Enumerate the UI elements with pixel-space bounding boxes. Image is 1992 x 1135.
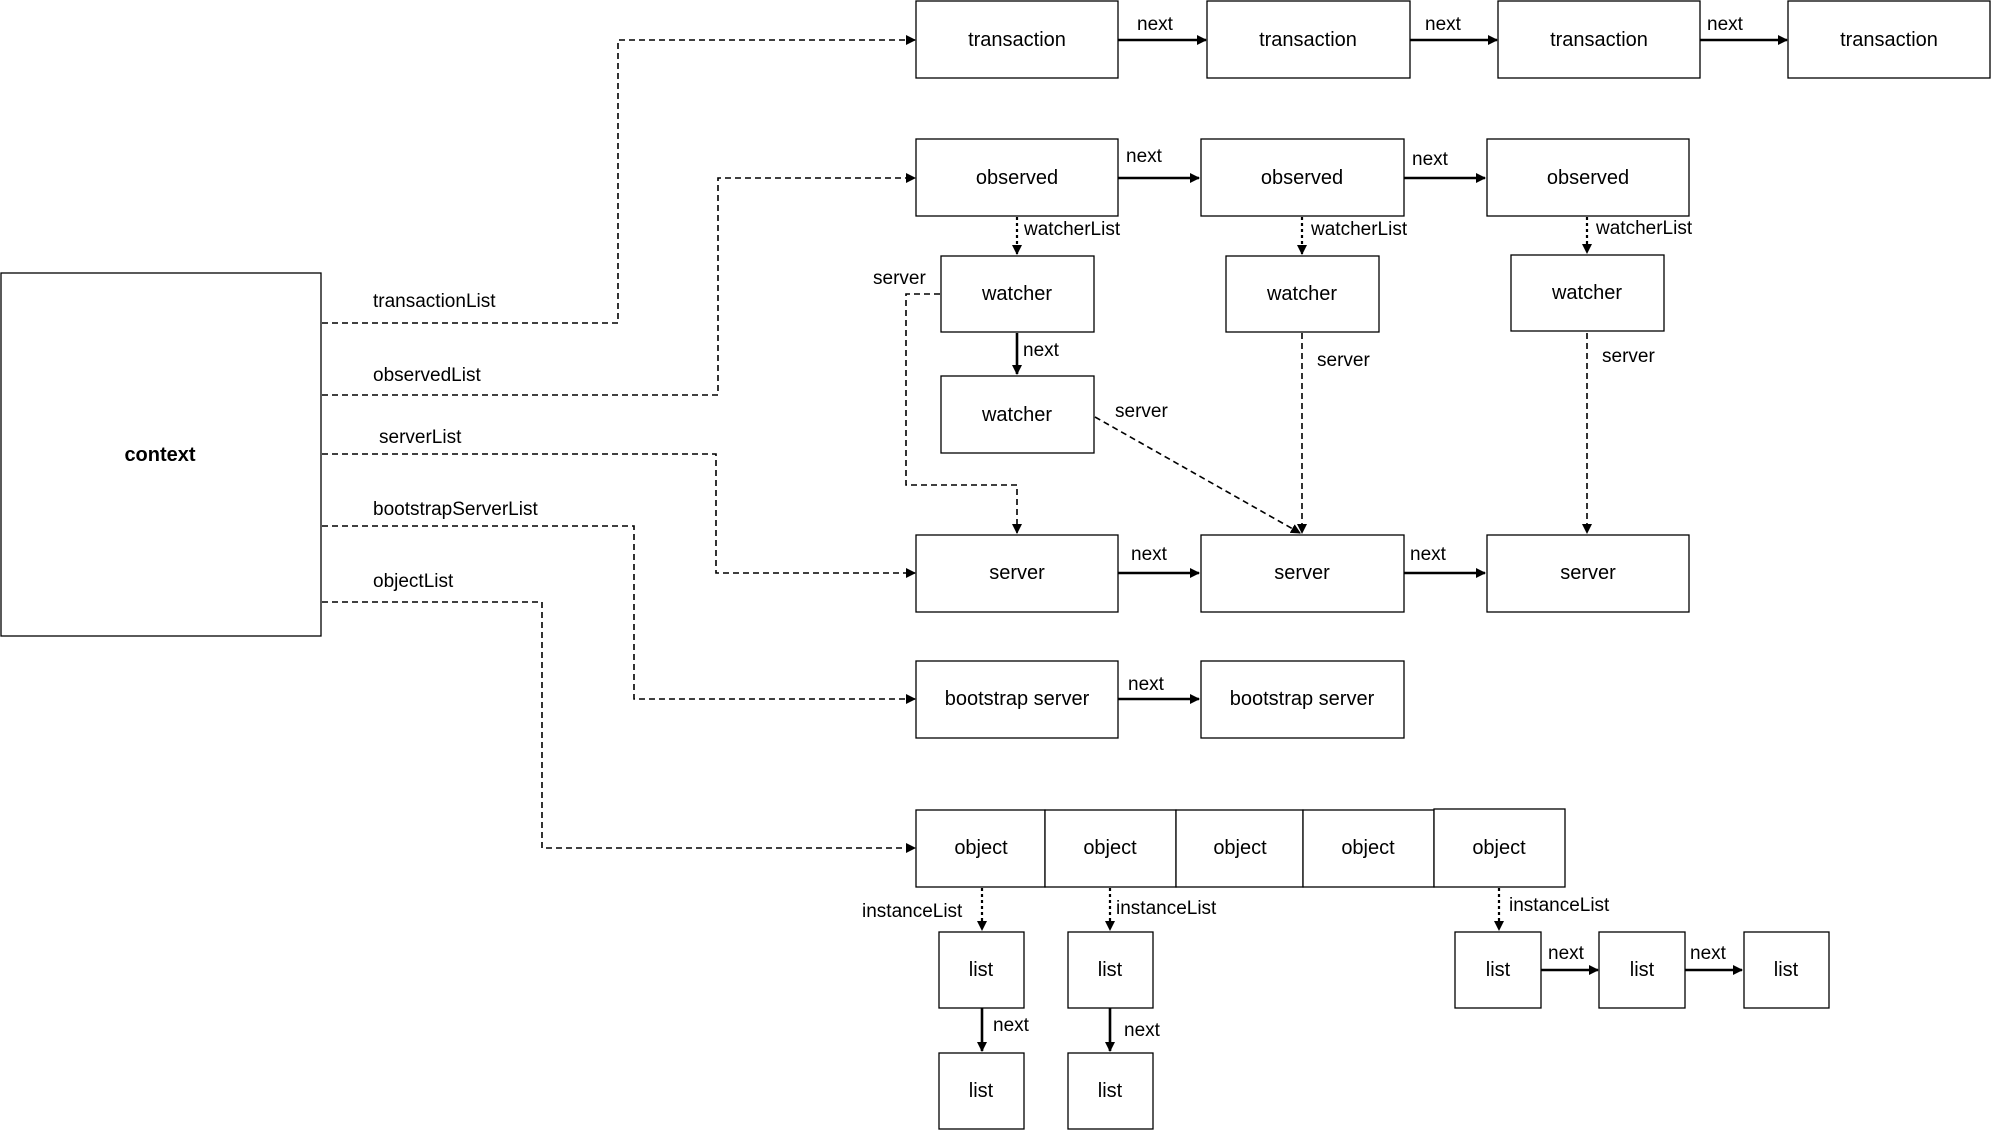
svg-text:list: list bbox=[1098, 1080, 1123, 1102]
server-node: server bbox=[915, 534, 1119, 613]
list-node: list bbox=[1598, 931, 1686, 1009]
svg-text:transaction: transaction bbox=[968, 29, 1066, 51]
object-cell: object bbox=[1044, 809, 1177, 888]
watcher-node: watcher bbox=[940, 375, 1095, 454]
next-label: next bbox=[1137, 14, 1174, 35]
svg-text:watcher: watcher bbox=[981, 404, 1052, 426]
list-node: list bbox=[1743, 931, 1830, 1009]
next-label: next bbox=[993, 1015, 1030, 1036]
svg-text:observed: observed bbox=[1547, 167, 1629, 189]
next-label: next bbox=[1548, 943, 1585, 964]
instance-list-label: instanceList bbox=[1509, 895, 1610, 916]
svg-text:list: list bbox=[969, 1080, 994, 1102]
observed-node: observed bbox=[1486, 138, 1690, 217]
next-label: next bbox=[1128, 674, 1165, 695]
svg-text:object: object bbox=[1213, 837, 1267, 859]
svg-text:watcher: watcher bbox=[1266, 283, 1337, 305]
next-label: next bbox=[1707, 14, 1744, 35]
server-label: server bbox=[1602, 346, 1655, 367]
observed-list-label: observedList bbox=[373, 365, 481, 386]
object-cell: object bbox=[1433, 808, 1566, 888]
svg-text:transaction: transaction bbox=[1259, 29, 1357, 51]
instance-list-label: instanceList bbox=[1116, 898, 1217, 919]
server-node: server bbox=[1200, 534, 1405, 613]
list-node: list bbox=[938, 1052, 1025, 1130]
transaction-node: transaction bbox=[915, 0, 1119, 79]
next-label: next bbox=[1425, 14, 1462, 35]
bootstrap-server-list-label: bootstrapServerList bbox=[373, 499, 538, 520]
svg-text:list: list bbox=[1486, 959, 1511, 981]
svg-text:server: server bbox=[1274, 562, 1330, 584]
object-cell: object bbox=[1302, 809, 1435, 888]
transaction-list-label: transactionList bbox=[373, 291, 496, 312]
watcher-node: watcher bbox=[1225, 255, 1380, 333]
next-label: next bbox=[1131, 544, 1168, 565]
bootstrap-server-list-link bbox=[322, 525, 916, 704]
watcher-node: watcher bbox=[1510, 254, 1665, 332]
watcher-server-link bbox=[905, 293, 1022, 534]
transaction-node: transaction bbox=[1787, 0, 1991, 79]
watcher-list-label: watcherList bbox=[1310, 219, 1408, 240]
bootstrap-server-node: bootstrap server bbox=[1200, 660, 1405, 739]
watcher-list-label: watcherList bbox=[1595, 218, 1693, 239]
object-cell: object bbox=[1175, 809, 1304, 888]
list-node: list bbox=[1067, 1052, 1154, 1130]
next-label: next bbox=[1412, 149, 1449, 170]
object-cell: object bbox=[915, 809, 1046, 888]
watcher-server-link bbox=[1094, 416, 1301, 534]
svg-text:list: list bbox=[1098, 959, 1123, 981]
bootstrap-server-node: bootstrap server bbox=[915, 660, 1119, 739]
transaction-list-link bbox=[322, 35, 916, 324]
svg-text:watcher: watcher bbox=[981, 283, 1052, 305]
context-label: context bbox=[124, 444, 195, 466]
observed-node: observed bbox=[915, 138, 1119, 217]
object-list-label: objectList bbox=[373, 571, 454, 592]
svg-text:watcher: watcher bbox=[1551, 282, 1622, 304]
next-label: next bbox=[1126, 146, 1163, 167]
list-node: list bbox=[1454, 931, 1542, 1009]
list-node: list bbox=[938, 931, 1025, 1009]
svg-text:object: object bbox=[1083, 837, 1137, 859]
svg-text:object: object bbox=[1341, 837, 1395, 859]
svg-text:transaction: transaction bbox=[1550, 29, 1648, 51]
observed-node: observed bbox=[1200, 138, 1405, 217]
svg-text:object: object bbox=[954, 837, 1008, 859]
transaction-node: transaction bbox=[1497, 0, 1701, 79]
watcher-list-label: watcherList bbox=[1023, 219, 1121, 240]
server-list-label: serverList bbox=[379, 427, 462, 448]
svg-text:object: object bbox=[1472, 837, 1526, 859]
svg-text:list: list bbox=[1630, 959, 1655, 981]
observed-list-link bbox=[322, 173, 916, 396]
svg-text:server: server bbox=[989, 562, 1045, 584]
next-label: next bbox=[1410, 544, 1447, 565]
watcher-node: watcher bbox=[940, 255, 1095, 333]
server-label: server bbox=[1115, 401, 1168, 422]
server-label: server bbox=[873, 268, 926, 289]
server-label: server bbox=[1317, 350, 1370, 371]
server-list-link bbox=[322, 453, 916, 578]
svg-text:transaction: transaction bbox=[1840, 29, 1938, 51]
next-label: next bbox=[1690, 943, 1727, 964]
svg-text:bootstrap server: bootstrap server bbox=[1230, 688, 1375, 710]
server-node: server bbox=[1486, 534, 1690, 613]
svg-text:bootstrap server: bootstrap server bbox=[945, 688, 1090, 710]
object-list-link bbox=[322, 601, 916, 853]
svg-text:server: server bbox=[1560, 562, 1616, 584]
next-label: next bbox=[1023, 340, 1060, 361]
svg-text:list: list bbox=[969, 959, 994, 981]
svg-text:list: list bbox=[1774, 959, 1799, 981]
svg-text:observed: observed bbox=[976, 167, 1058, 189]
instance-list-label: instanceList bbox=[862, 901, 963, 922]
context-box: context bbox=[0, 272, 322, 637]
transaction-node: transaction bbox=[1206, 0, 1411, 79]
next-label: next bbox=[1124, 1020, 1161, 1041]
svg-text:observed: observed bbox=[1261, 167, 1343, 189]
list-node: list bbox=[1067, 931, 1154, 1009]
